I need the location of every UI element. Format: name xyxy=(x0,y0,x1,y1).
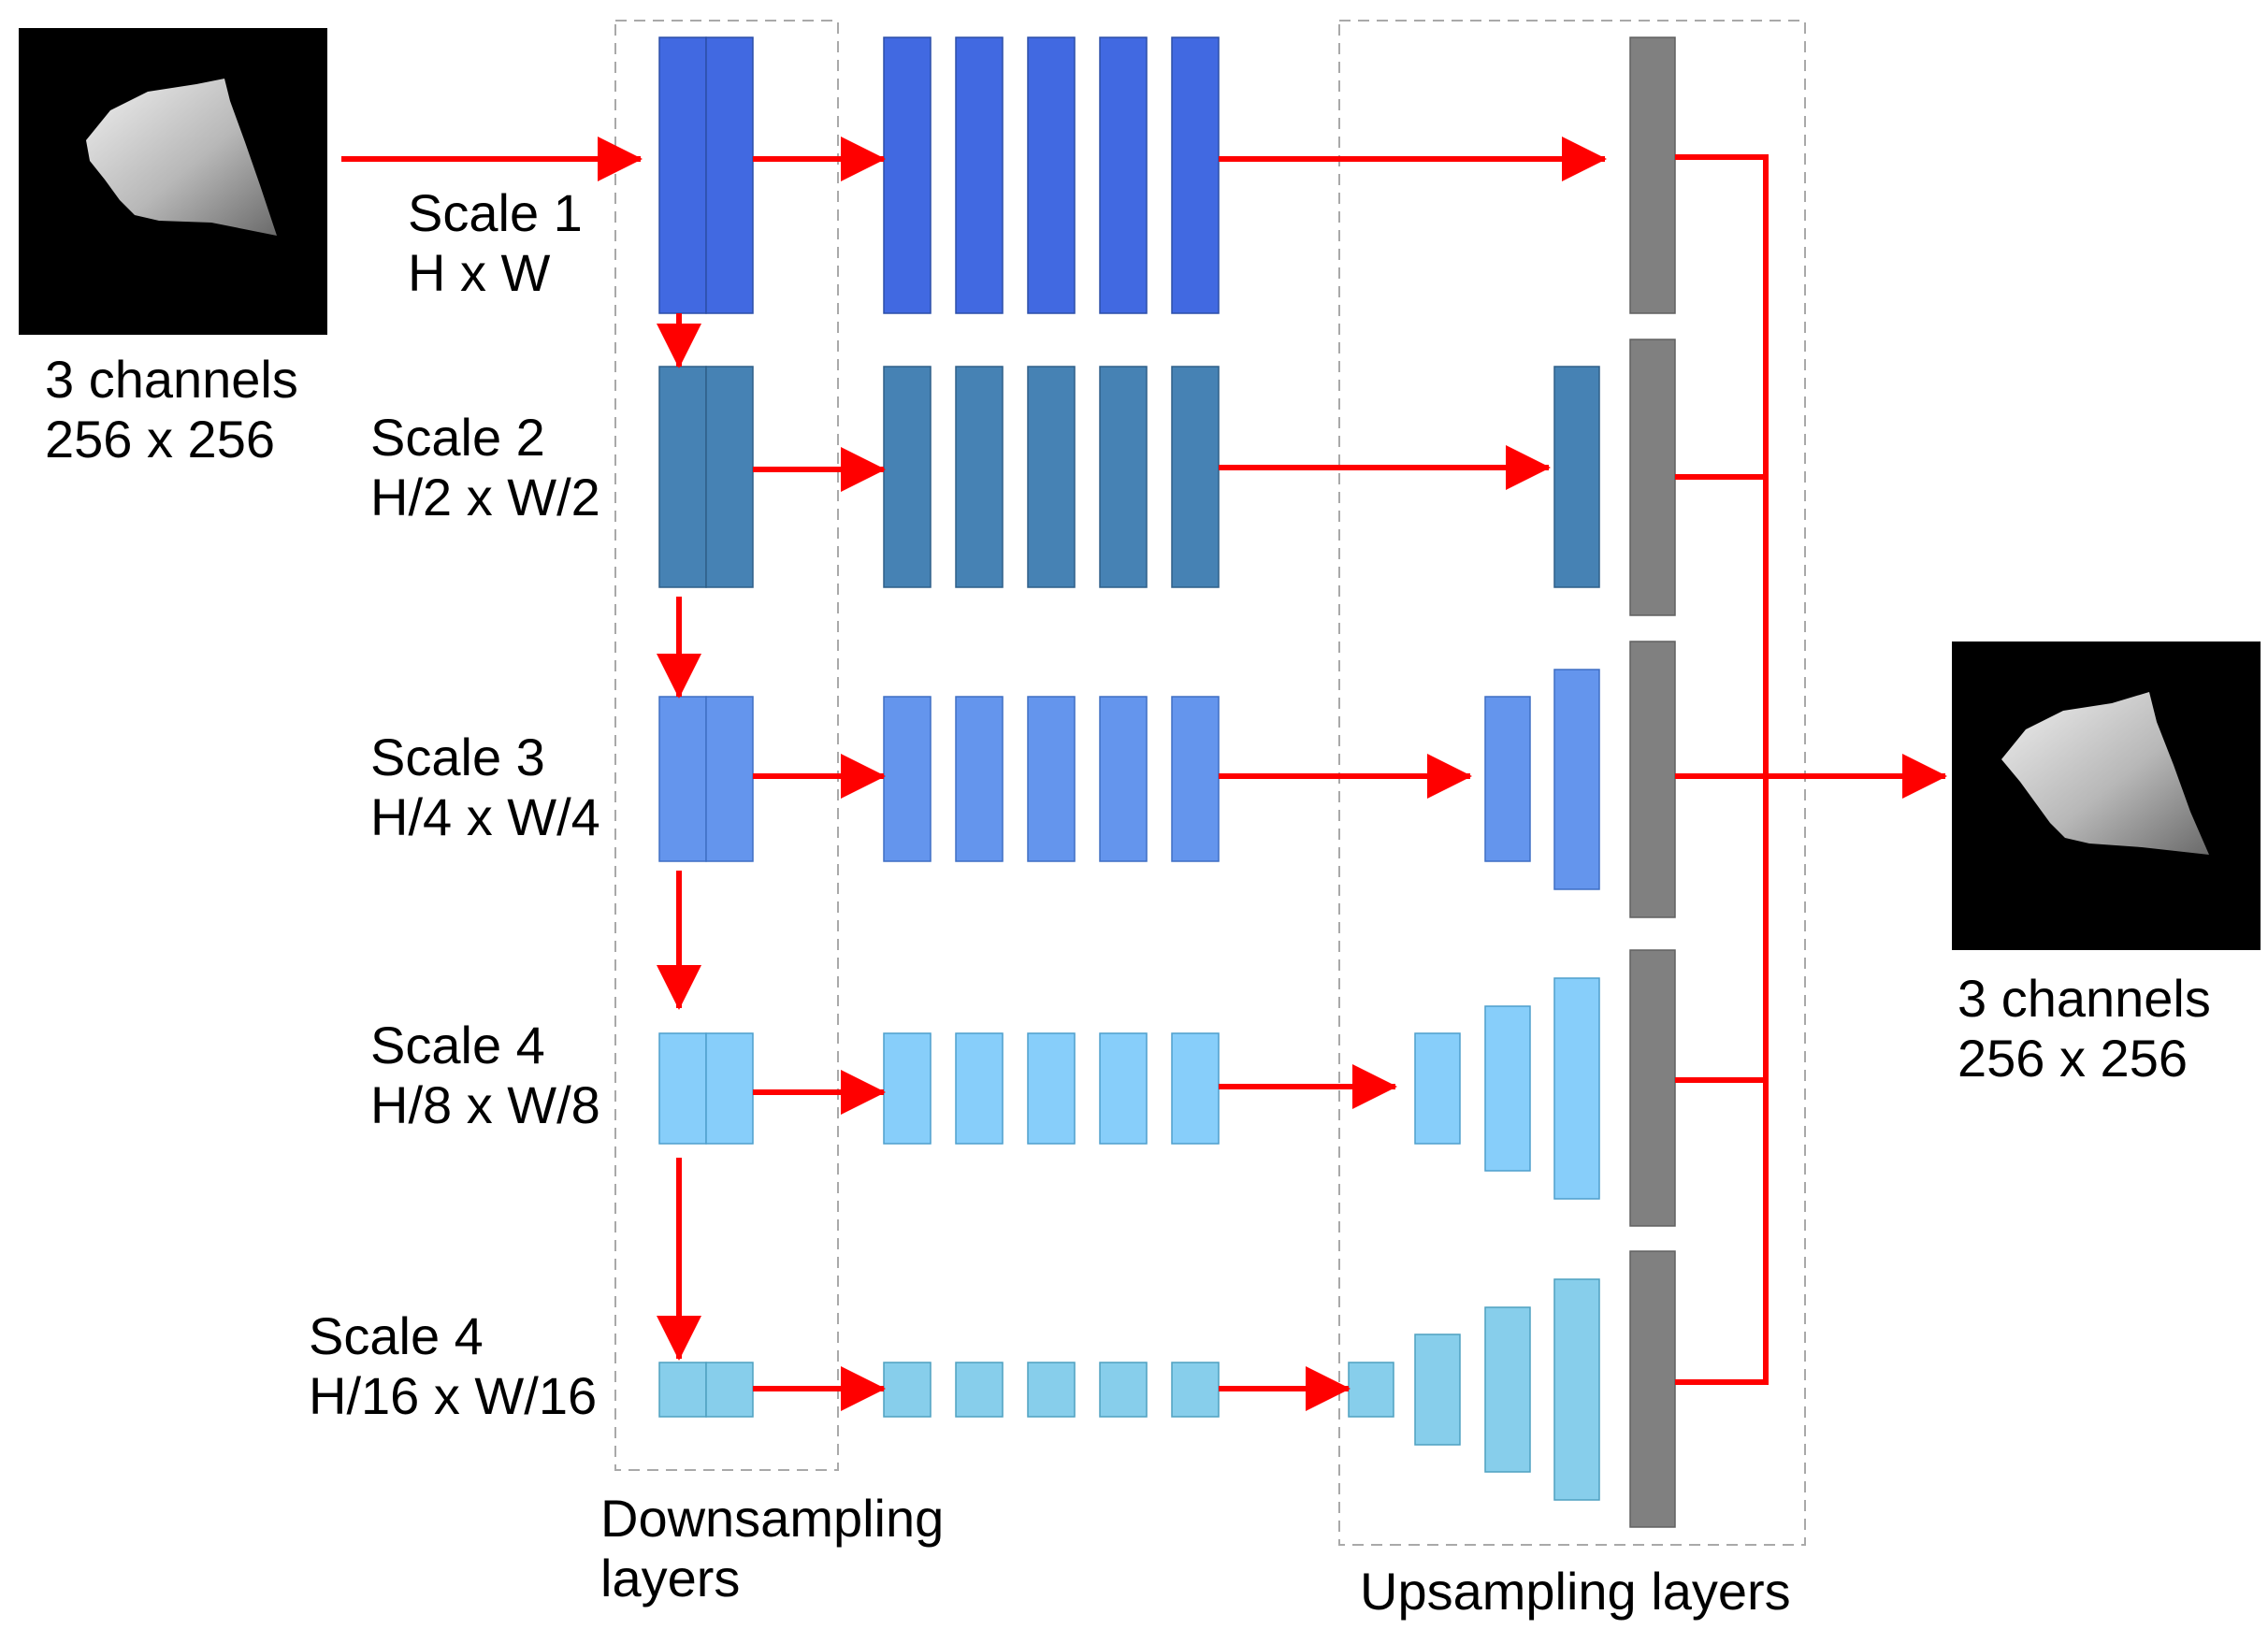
downsampling-group-box xyxy=(614,20,839,1471)
upsampling-group-box xyxy=(1338,20,1806,1546)
scale2-up-block xyxy=(1553,366,1600,588)
scale5-mid-block xyxy=(955,1362,1004,1418)
scale2-mid-block xyxy=(955,366,1004,588)
scale3-down-block-right xyxy=(705,696,754,862)
scale1-mid-block xyxy=(1099,36,1148,314)
scale4-mid-block xyxy=(1171,1032,1220,1145)
scale1-size: H x W xyxy=(408,243,551,302)
scale5-mid-block xyxy=(883,1362,932,1418)
merge-block-2 xyxy=(1629,339,1676,616)
merge-block-3 xyxy=(1629,641,1676,918)
merge-block-1 xyxy=(1629,36,1676,314)
scale4-down-block-left xyxy=(658,1032,707,1145)
scale1-mid-block xyxy=(955,36,1004,314)
upsampling-label: Upsampling layers xyxy=(1360,1562,1791,1622)
input-image xyxy=(19,28,327,335)
scale2-size: H/2 x W/2 xyxy=(370,468,600,526)
input-caption: 3 channels 256 x 256 xyxy=(45,350,298,469)
scale3-mid-block xyxy=(1027,696,1076,862)
input-object-shape xyxy=(86,79,277,236)
scale4-label: Scale 4 H/8 x W/8 xyxy=(370,1016,600,1135)
scale2-mid-block xyxy=(1171,366,1220,588)
scale1-down-block-left xyxy=(658,36,707,314)
scale3-up-block xyxy=(1553,669,1600,890)
scale2-label: Scale 2 H/2 x W/2 xyxy=(370,408,600,527)
scale4-down-block-right xyxy=(705,1032,754,1145)
output-caption: 3 channels 256 x 256 xyxy=(1957,969,2211,1088)
downsampling-label-line1: Downsampling xyxy=(600,1489,945,1548)
scale3-mid-block xyxy=(955,696,1004,862)
scale5-up-block xyxy=(1414,1333,1461,1446)
scale4-size: H/8 x W/8 xyxy=(370,1075,600,1134)
input-channels-text: 3 channels xyxy=(45,350,298,409)
downsampling-label: Downsampling layers xyxy=(600,1489,944,1608)
scale3-down-block-left xyxy=(658,696,707,862)
scale5-down-block-right xyxy=(705,1362,754,1418)
output-channels-text: 3 channels xyxy=(1957,969,2211,1028)
scale1-mid-block xyxy=(1027,36,1076,314)
scale2-down-block-left xyxy=(658,366,707,588)
scale4-up-block xyxy=(1553,977,1600,1200)
scale2-down-block-right xyxy=(705,366,754,588)
scale5-label: Scale 4 H/16 x W/16 xyxy=(309,1306,597,1426)
scale4-mid-block xyxy=(883,1032,932,1145)
downsampling-label-line2: layers xyxy=(600,1549,741,1607)
scale5-size: H/16 x W/16 xyxy=(309,1366,598,1425)
upsampling-label-text: Upsampling layers xyxy=(1360,1562,1791,1621)
scale1-mid-block xyxy=(883,36,932,314)
scale4-mid-block xyxy=(955,1032,1004,1145)
scale3-up-block xyxy=(1484,696,1531,862)
scale4-up-block xyxy=(1484,1005,1531,1172)
scale3-size: H/4 x W/4 xyxy=(370,787,600,846)
scale5-up-block xyxy=(1553,1278,1600,1501)
scale2-mid-block xyxy=(1027,366,1076,588)
scale2-name: Scale 2 xyxy=(370,408,545,467)
scale4-up-block xyxy=(1414,1032,1461,1145)
scale4-mid-block xyxy=(1027,1032,1076,1145)
output-object-shape xyxy=(2001,692,2209,855)
scale5-name: Scale 4 xyxy=(309,1306,484,1365)
scale3-name: Scale 3 xyxy=(370,728,545,786)
scale5-up-block xyxy=(1348,1362,1394,1418)
output-size-text: 256 x 256 xyxy=(1957,1029,2188,1088)
scale3-label: Scale 3 H/4 x W/4 xyxy=(370,728,600,847)
scale4-name: Scale 4 xyxy=(370,1016,545,1074)
merge-block-5 xyxy=(1629,1250,1676,1528)
scale5-mid-block xyxy=(1171,1362,1220,1418)
scale3-mid-block xyxy=(1099,696,1148,862)
merge-block-4 xyxy=(1629,949,1676,1227)
scale2-mid-block xyxy=(883,366,932,588)
scale5-down-block-left xyxy=(658,1362,707,1418)
scale1-down-block-right xyxy=(705,36,754,314)
scale1-name: Scale 1 xyxy=(408,183,583,242)
scale3-mid-block xyxy=(1171,696,1220,862)
scale1-mid-block xyxy=(1171,36,1220,314)
scale5-mid-block xyxy=(1099,1362,1148,1418)
scale1-label: Scale 1 H x W xyxy=(408,183,583,303)
output-image xyxy=(1952,642,2261,950)
input-size-text: 256 x 256 xyxy=(45,410,275,469)
scale3-mid-block xyxy=(883,696,932,862)
scale5-up-block xyxy=(1484,1306,1531,1473)
scale5-mid-block xyxy=(1027,1362,1076,1418)
scale2-mid-block xyxy=(1099,366,1148,588)
scale4-mid-block xyxy=(1099,1032,1148,1145)
